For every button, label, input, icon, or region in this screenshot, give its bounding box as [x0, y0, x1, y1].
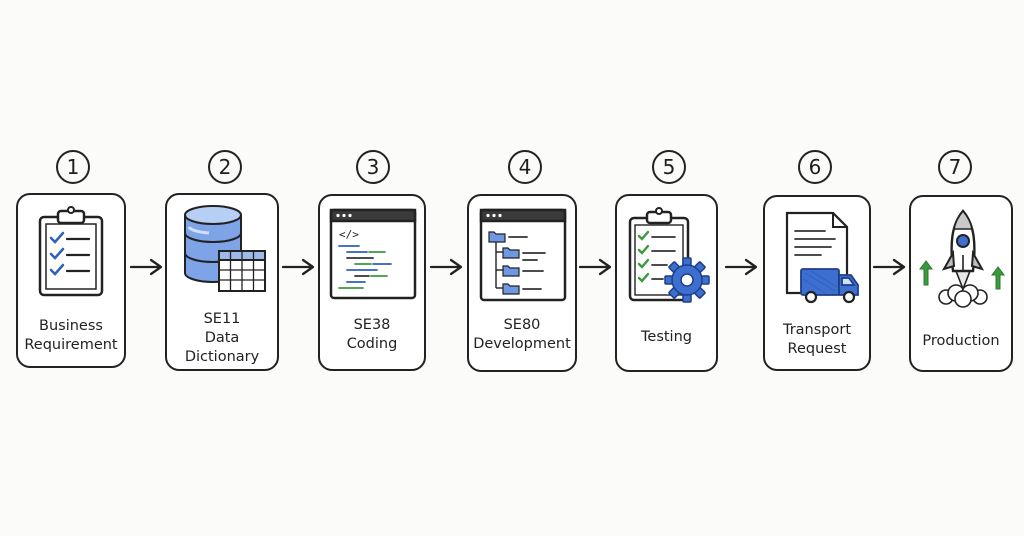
step-label-line: Dictionary: [184, 349, 260, 365]
step-label-line: Transport: [782, 322, 852, 338]
step-label-line: Development: [473, 336, 571, 352]
step-label-line: Testing: [641, 329, 692, 345]
step-label-line: Production: [922, 333, 1000, 349]
step-label-line: Request: [787, 341, 847, 357]
arrow-right-icon: [281, 258, 315, 276]
arrow-right-icon: [578, 258, 612, 276]
step-card-development: SE80 Development: [467, 194, 577, 372]
step-label-line: Coding: [346, 336, 398, 352]
step-label: Transport Request: [765, 321, 869, 359]
step-label-line: SE11: [203, 311, 241, 327]
step-label-line: Requirement: [24, 337, 118, 353]
step-card-transport-request: Transport Request: [763, 195, 871, 371]
step-card-production: Production: [909, 195, 1013, 372]
rocket-launch-icon: [919, 209, 1005, 308]
step-card-data-dictionary: SE11 Data Dictionary: [165, 193, 279, 371]
step-number-3: 3: [356, 150, 390, 184]
step-label-line: Business: [39, 318, 103, 334]
step-label: SE11 Data Dictionary: [167, 310, 277, 367]
clipboard-checklist-icon: [38, 206, 104, 297]
arrow-right-icon: [129, 258, 163, 276]
step-label-line: SE38: [353, 317, 391, 333]
folder-tree-window-icon: [479, 208, 567, 302]
step-number-4: 4: [508, 150, 542, 184]
step-card-testing: Testing: [615, 194, 718, 372]
step-label: Production: [911, 332, 1011, 351]
step-label: SE80 Development: [469, 316, 575, 354]
step-card-business-requirement: Business Requirement: [16, 193, 126, 368]
step-number-7: 7: [938, 150, 972, 184]
step-label: SE38 Coding: [320, 316, 424, 354]
arrow-right-icon: [724, 258, 758, 276]
step-label: Business Requirement: [18, 317, 124, 355]
checklist-gear-icon: [628, 207, 710, 303]
step-number-1: 1: [56, 150, 90, 184]
svg-text:</>: </>: [339, 228, 359, 241]
step-number-2: 2: [208, 150, 242, 184]
step-card-coding: </> SE38 Coding: [318, 194, 426, 371]
step-label: Testing: [617, 328, 716, 347]
step-number-6: 6: [798, 150, 832, 184]
document-truck-icon: [785, 211, 859, 304]
step-label-line: SE80: [503, 317, 541, 333]
step-number-5: 5: [652, 150, 686, 184]
step-label-line: Data: [204, 330, 240, 346]
arrow-right-icon: [872, 258, 906, 276]
arrow-right-icon: [429, 258, 463, 276]
code-window-icon: </>: [329, 208, 417, 300]
database-table-icon: [184, 205, 266, 292]
